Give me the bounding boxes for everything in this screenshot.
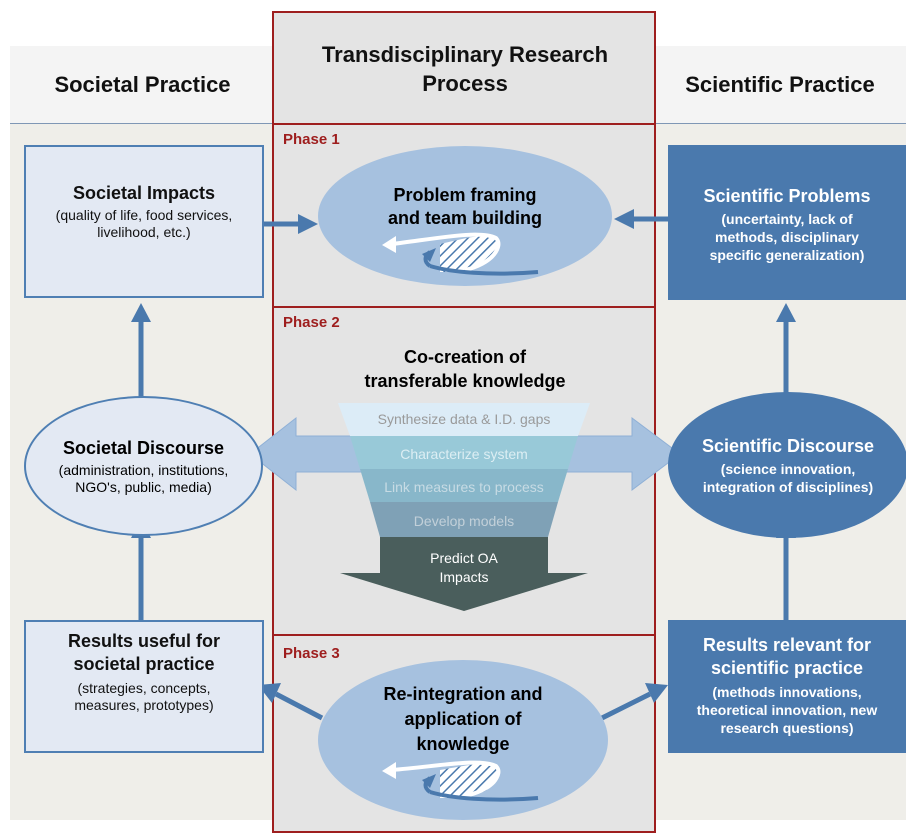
header-research-process-label: Transdisciplinary Research Process	[321, 42, 609, 96]
results-scientific-body: (methods innovations, theoretical innova…	[696, 684, 878, 736]
results-scientific-box: Results relevant for scientific practice…	[668, 620, 906, 753]
phase3-divider	[272, 634, 656, 636]
societal-discourse-oval: Societal Discourse (administration, inst…	[24, 396, 263, 536]
phase1-oval-label: Problem framing and team building	[387, 185, 542, 228]
phase2-title-label: Co-creation of transferable knowledge	[364, 347, 566, 391]
scientific-discourse-title: Scientific Discourse	[701, 435, 875, 456]
funnel-step-3: Link measures to process	[384, 479, 544, 495]
phase2-label: Phase 2	[283, 314, 340, 331]
societal-discourse-title: Societal Discourse	[62, 437, 225, 458]
results-societal-box: Results useful for societal practice (st…	[24, 620, 264, 753]
header-scientific-practice: Scientific Practice	[654, 46, 906, 124]
funnel-step-1: Synthesize data & I.D. gaps	[377, 411, 551, 427]
scientific-discourse-oval: Scientific Discourse (science innovation…	[668, 392, 906, 538]
phase2-divider	[272, 306, 656, 308]
cycle-icon-phase1	[382, 232, 539, 276]
societal-impacts-body: (quality of life, food services, livelih…	[55, 207, 233, 240]
phase3-oval-label: Re-integration and application of knowle…	[383, 684, 543, 754]
phase1-label: Phase 1	[283, 131, 340, 148]
knowledge-funnel	[338, 403, 590, 611]
scientific-problems-box: Scientific Problems (uncertainty, lack o…	[668, 145, 906, 300]
societal-impacts-box: Societal Impacts (quality of life, food …	[24, 145, 264, 298]
arrow-up-left-top	[131, 303, 151, 322]
header-scientific-practice-label: Scientific Practice	[685, 71, 875, 97]
header-societal-practice: Societal Practice	[10, 46, 275, 124]
societal-impacts-title: Societal Impacts	[72, 183, 216, 203]
phase3-label: Phase 3	[283, 645, 340, 662]
header-research-process: Transdisciplinary Research Process	[300, 34, 630, 104]
cycle-icon-phase3	[382, 760, 539, 802]
funnel-step-4: Develop models	[413, 513, 515, 529]
societal-discourse-body: (administration, institutions, NGO's, pu…	[58, 461, 229, 495]
phase2-title: Co-creation of transferable knowledge	[320, 345, 610, 393]
funnel-step-2: Characterize system	[400, 446, 528, 462]
scientific-discourse-body: (science innovation, integration of disc…	[702, 460, 874, 495]
arrow-impacts-to-phase1	[298, 214, 318, 234]
scientific-problems-body: (uncertainty, lack of methods, disciplin…	[709, 211, 865, 263]
arrow-up-right-top	[776, 303, 796, 322]
header-societal-practice-label: Societal Practice	[54, 71, 231, 97]
results-societal-body: (strategies, concepts, measures, prototy…	[74, 680, 214, 713]
results-scientific-title: Results relevant for scientific practice	[702, 635, 872, 678]
funnel-labels: Synthesize data & I.D. gaps Characterize…	[338, 403, 590, 611]
scientific-problems-title: Scientific Problems	[703, 186, 871, 206]
results-societal-title: Results useful for societal practice	[67, 631, 221, 674]
arrow-phase3-to-right	[645, 683, 668, 703]
phase1-divider	[272, 123, 656, 125]
arrow-problems-to-phase1	[614, 209, 634, 229]
funnel-tip-label: Predict OA Impacts	[430, 550, 498, 585]
